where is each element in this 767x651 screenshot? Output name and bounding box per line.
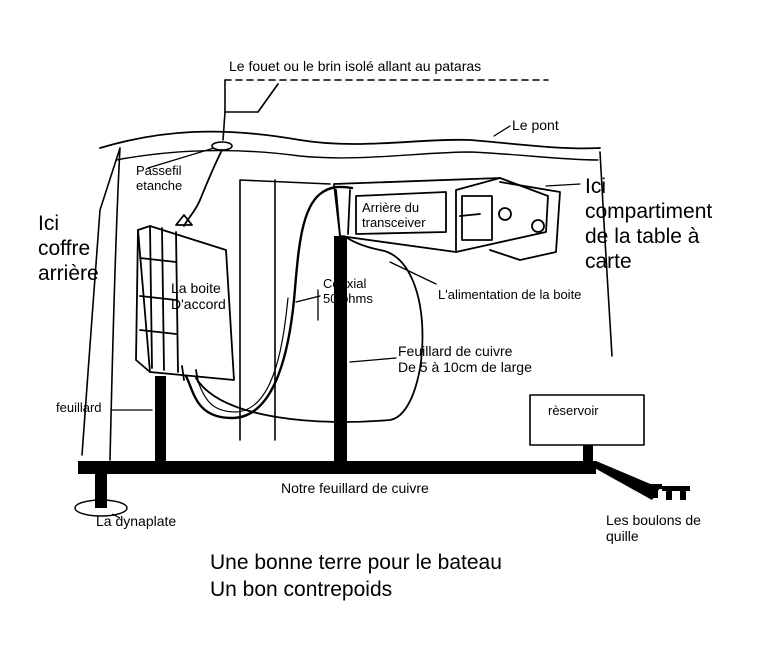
keel-bolts-label: Les boulons de quille	[606, 512, 701, 544]
transceiver-label: Arrière du transceiver	[362, 200, 426, 230]
gland-label: Passefil etanche	[136, 163, 183, 193]
reservoir-strap	[583, 445, 593, 463]
our-strap-label: Notre feuillard de cuivre	[281, 480, 429, 496]
gland-pointer	[147, 147, 215, 169]
deck-line	[99, 130, 601, 150]
deck-label: Le pont	[512, 117, 559, 133]
caption-line-2: Un bon contrepoids	[210, 578, 393, 601]
dynaplate-label: La dynaplate	[96, 513, 177, 529]
strap-pointer	[349, 357, 397, 363]
whip-label: Le fouet ou le brin isolé allant au pata…	[229, 58, 482, 74]
main-strap	[78, 461, 596, 474]
coax-pointer	[295, 295, 321, 303]
compartment-label: Ici compartiment de la table à carte	[585, 175, 713, 273]
tank-label: rèservoir	[548, 403, 599, 418]
keel-bolts	[648, 484, 690, 500]
caption-line-1: Une bonne terre pour le bateau	[210, 551, 502, 574]
copper-strap-label: Feuillard de cuivre De 5 à 10cm de large	[398, 343, 532, 375]
dynaplate-strap	[95, 472, 107, 508]
strap-label: feuillard	[56, 400, 102, 415]
bulkhead	[239, 179, 331, 441]
coffre-label: Ici coffre arrière	[38, 212, 99, 285]
whip-lead	[222, 111, 226, 141]
deck-gland	[211, 141, 233, 151]
power-pointer	[389, 261, 437, 285]
power-label: L'alimentation de la boite	[438, 287, 582, 302]
whip-pointer	[257, 83, 279, 113]
compartment-pointer	[545, 183, 581, 187]
gland-wire	[183, 149, 223, 227]
tuner-strap	[155, 376, 166, 464]
dynaplate-pointer	[111, 513, 121, 519]
deck-pointer	[493, 125, 511, 137]
coax-cable	[184, 185, 354, 420]
tuner-label: La boite D'accord	[171, 280, 226, 312]
coax-label: Coaxial 50 ohms	[323, 276, 373, 306]
power-cable	[195, 235, 424, 423]
keel-strap	[582, 461, 660, 500]
dynaplate	[74, 499, 128, 517]
hull-outline	[81, 147, 613, 461]
transceiver-strap	[334, 236, 347, 464]
